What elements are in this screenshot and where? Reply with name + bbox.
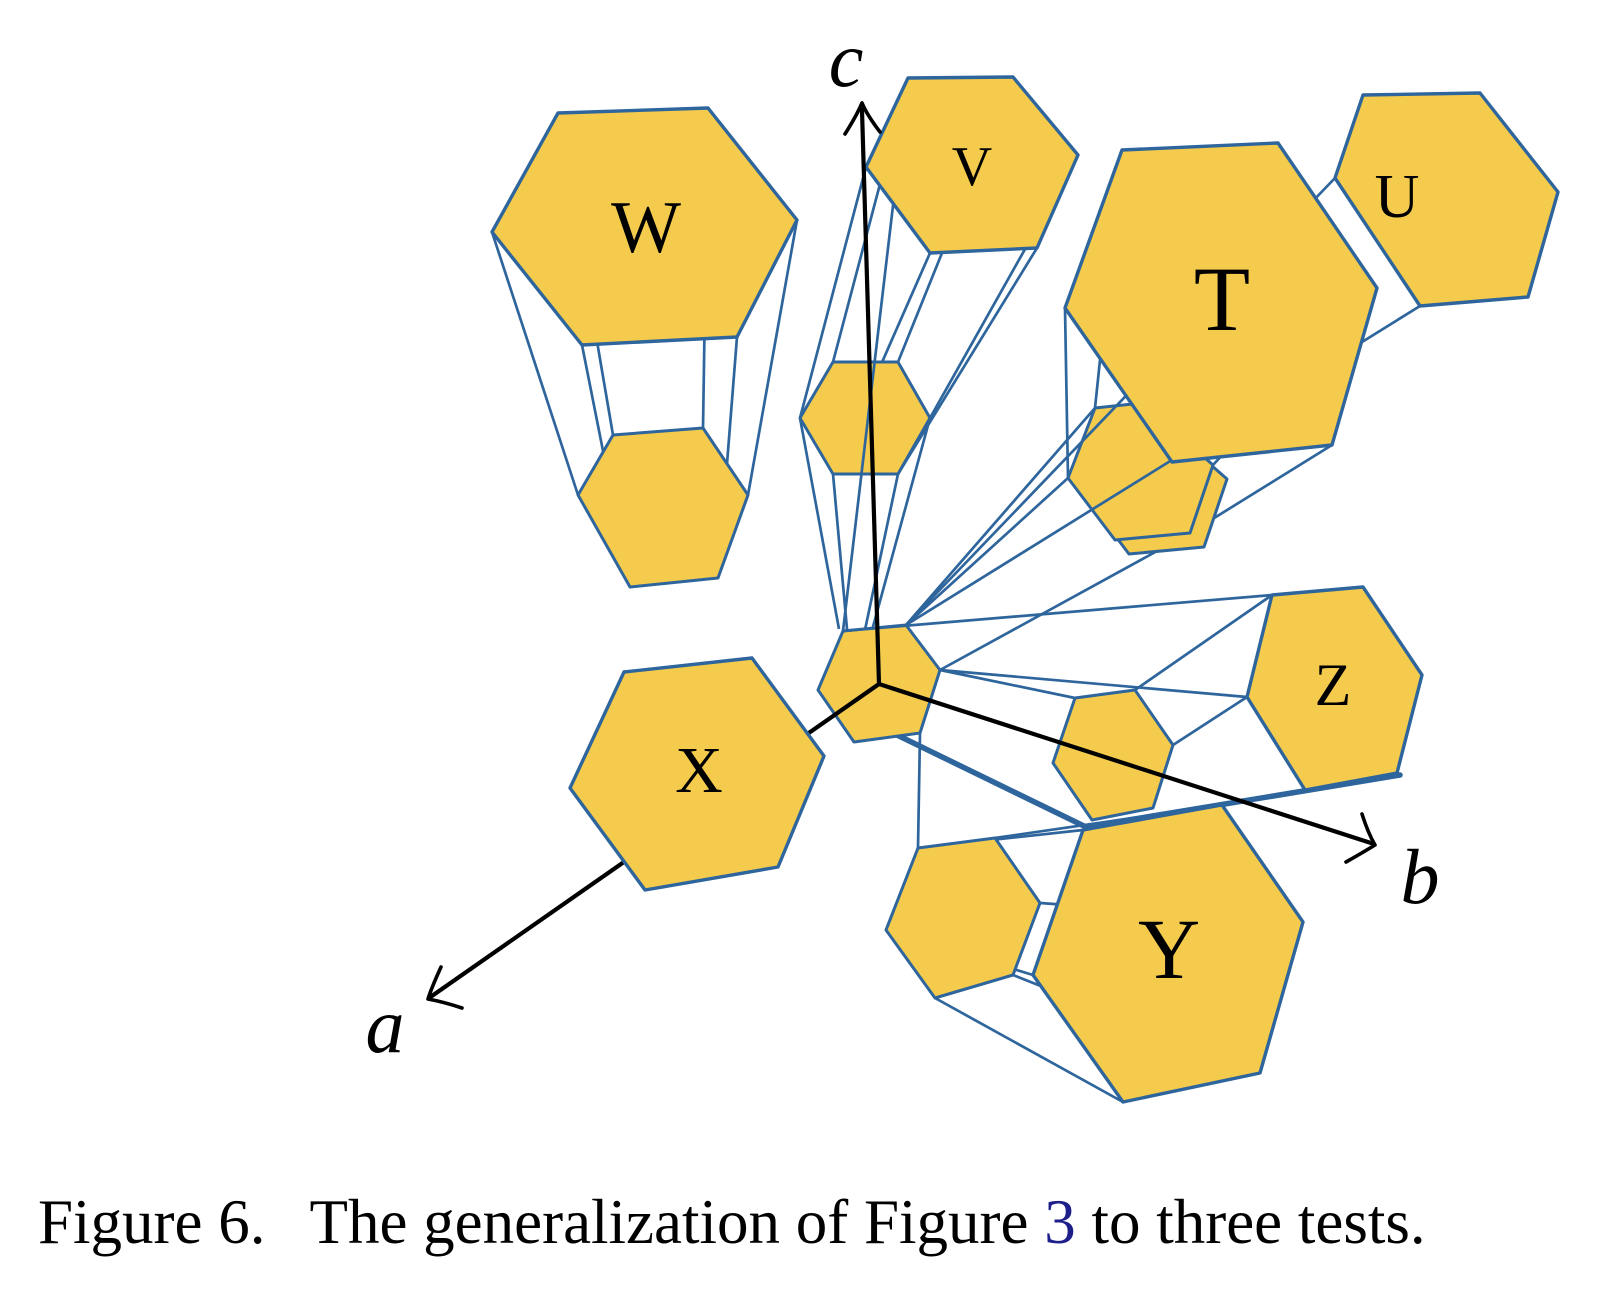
hexagon-y-big <box>1031 803 1305 1104</box>
hexagon-w-small <box>576 426 750 589</box>
frustum-edge-line <box>798 417 841 630</box>
axis-b-arrowhead-icon <box>1344 812 1377 864</box>
hexagon-X-label: X <box>675 734 723 807</box>
axis-c-label: c <box>829 16 864 103</box>
hexagon-U-label: U <box>1375 163 1420 231</box>
thick-frustum-edge-line <box>894 732 1403 830</box>
frustum-edge-overline <box>842 593 1273 633</box>
axis-c-arrowhead-icon <box>843 101 882 136</box>
frustum-edge-line <box>860 473 900 645</box>
axis-a-arrowhead-icon <box>426 965 464 1010</box>
hexagon-z-small <box>1051 688 1175 822</box>
frustum-edge-line <box>1063 307 1070 479</box>
axis-b-label: b <box>1401 833 1440 920</box>
frustum-edge-line <box>798 166 868 419</box>
caption-text-after: to three tests. <box>1075 1187 1426 1257</box>
frustum-edge-line <box>904 407 1097 626</box>
axis-b-line <box>876 681 1377 847</box>
frustum-edge-line <box>934 996 1124 1104</box>
hexagon-Y-label: Y <box>1138 901 1200 997</box>
axis-c-line <box>859 107 882 687</box>
frustum-edge-line <box>1134 593 1273 692</box>
frustum-edge-line <box>746 219 799 496</box>
hexagon-V-label: V <box>952 136 992 198</box>
figure-caption: Figure 6.The generalization of Figure 3 … <box>38 1186 1426 1259</box>
frustum-edge-line <box>905 477 1069 626</box>
hexagon-v-big <box>864 75 1080 255</box>
hexagon-t-big <box>1063 141 1379 464</box>
hexagon-W-label: W <box>611 187 681 269</box>
caption-text-before: The generalization of Figure <box>309 1187 1045 1257</box>
hexagon-T-label: T <box>1194 248 1250 350</box>
frustum-edge-line <box>916 732 922 849</box>
hexagon-Z-label: Z <box>1315 652 1352 718</box>
frustum-edge-line <box>939 668 1248 699</box>
frustum-edge-line <box>490 231 580 496</box>
frustum-edge-line <box>939 531 1191 672</box>
hexagon-v-small <box>798 360 932 476</box>
caption-label: Figure 6. <box>38 1187 266 1257</box>
frustum-edge-line <box>939 668 1076 700</box>
hexagon-y-small <box>884 836 1042 1000</box>
hexagon-z-big <box>1245 585 1424 792</box>
hexagon-w-big <box>490 106 799 347</box>
axis-a-label: a <box>366 982 405 1069</box>
hexagon-x-big <box>568 656 826 892</box>
figure-3-link[interactable]: 3 <box>1044 1187 1076 1257</box>
frustum-edge-line <box>1172 695 1248 747</box>
hexagon-u-big <box>1333 91 1560 308</box>
